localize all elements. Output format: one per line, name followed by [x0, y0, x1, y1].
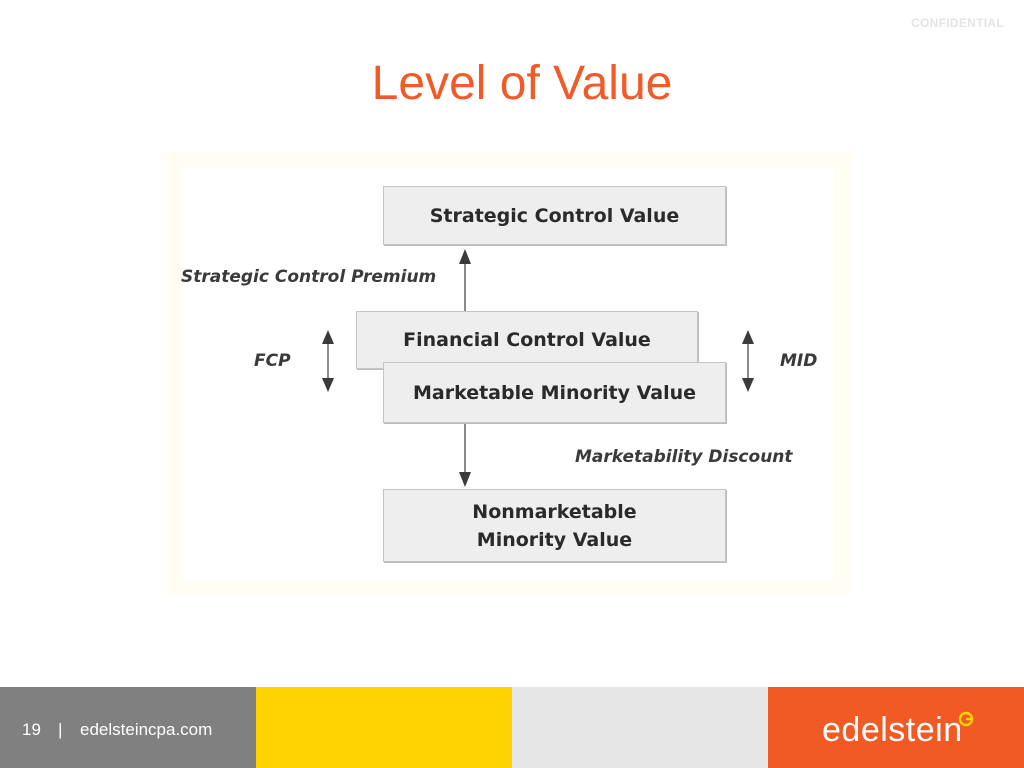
footer-separator: | [58, 720, 63, 739]
footer-light-segment [512, 687, 768, 768]
marketability-discount-label: Marketability Discount [575, 447, 793, 467]
strategic-control-value-box: Strategic Control Value [383, 186, 726, 245]
edelstein-logo-text: edelstein [822, 711, 963, 749]
financial-control-value-box: Financial Control Value [356, 311, 698, 369]
footer-orange-segment: edelstein [768, 687, 1024, 768]
strategic-control-premium-label: Strategic Control Premium [181, 267, 437, 287]
website-link[interactable]: edelsteincpa.com [80, 720, 213, 739]
slide-title: Level of Value [371, 57, 673, 110]
confidential-label: CONFIDENTIAL [911, 16, 1004, 30]
page-number: 19 [22, 720, 41, 739]
mid-label: MID [780, 351, 818, 371]
footer-bar: 19 | edelsteincpa.com edelstein [0, 687, 1024, 768]
nonmarketable-minority-value-box: Nonmarketable Minority Value [383, 489, 726, 562]
marketable-minority-value-box: Marketable Minority Value [383, 362, 726, 423]
footer-yellow-segment [256, 687, 512, 768]
footer-gray-segment: 19 | edelsteincpa.com [0, 687, 256, 768]
logo-swirl-icon [958, 711, 974, 727]
fcp-label: FCP [254, 351, 291, 371]
